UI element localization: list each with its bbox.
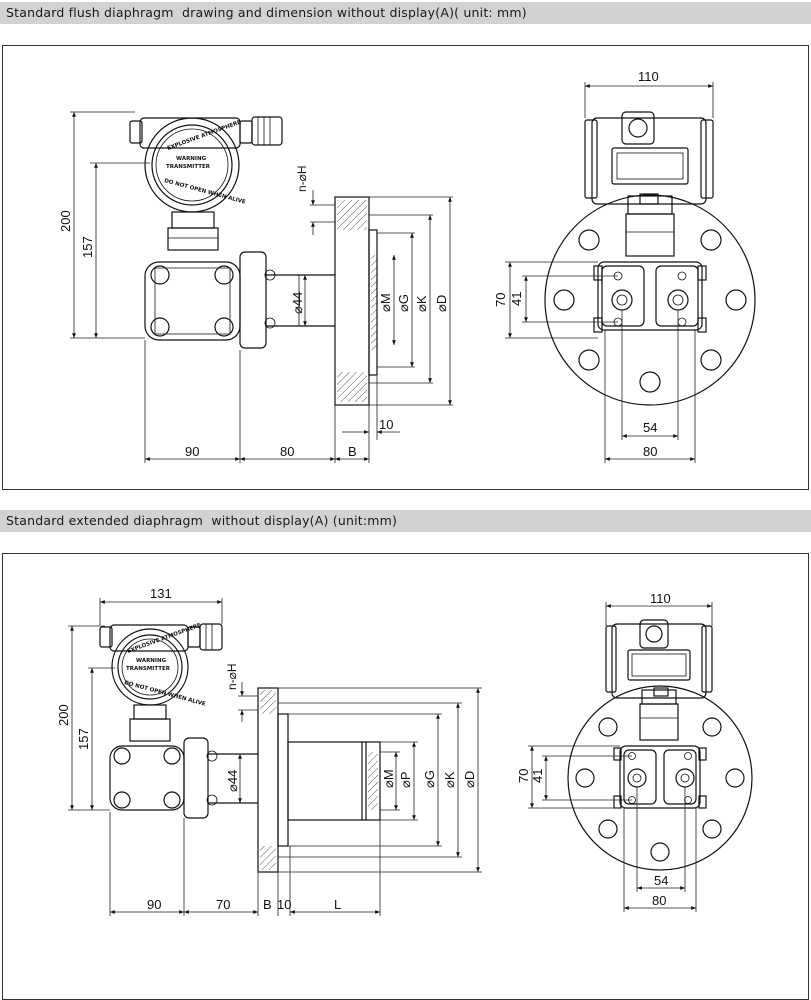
s1-dim-110: 110: [638, 69, 659, 84]
section-1-panel: [2, 45, 809, 490]
s2-dim-L: L: [334, 897, 341, 912]
s2-dim-B: B: [263, 897, 272, 912]
s2-side-dims: 110 70 41 54 80: [516, 591, 713, 912]
s2-dim-157: 157: [76, 728, 91, 750]
s1-side-view: [544, 111, 756, 406]
s1-dim-157: 157: [80, 236, 95, 258]
s2-dim-10: 10: [277, 897, 291, 912]
section-1-title: Standard flush diaphragm drawing and dim…: [6, 5, 527, 20]
s2-side-view: [567, 619, 753, 871]
s1-dim-41: 41: [509, 292, 524, 306]
s2-dim-54: 54: [654, 873, 668, 888]
s2-housing-text-4: DO NOT OPEN WHEN ALIVE: [123, 680, 206, 708]
s2-dim-110: 110: [650, 591, 671, 606]
s2-dim-K: ⌀K: [442, 771, 457, 788]
s2-dim-70: 70: [516, 769, 531, 783]
s1-dim-nH: n-⌀H: [295, 165, 309, 192]
s1-dim-200: 200: [58, 210, 73, 232]
s1-dim-10: 10: [379, 417, 393, 432]
s2-housing-text-3: TRANSMITTER: [126, 666, 171, 672]
s2-housing-text-2: WARNING: [136, 658, 167, 664]
s1-dim-G: ⌀G: [396, 294, 411, 312]
s1-front-dims: 200 157 ⌀44 n-⌀H ⌀M ⌀G ⌀K ⌀D 90 80 B: [58, 111, 453, 463]
s1-dim-90: 90: [185, 444, 199, 459]
s1-dim-70: 70: [493, 293, 508, 307]
s2-dim-G: ⌀G: [422, 770, 437, 788]
s1-side-dims: 110 70 41 54 80: [493, 69, 714, 463]
s1-housing-text-2: WARNING: [176, 156, 207, 162]
s2-dim-P: ⌀P: [398, 772, 413, 789]
s2-dim-D: ⌀D: [462, 771, 477, 788]
s2-dim-80b: 80: [652, 893, 666, 908]
s1-dim-80b: 80: [643, 444, 657, 459]
s2-dim-41: 41: [530, 769, 545, 783]
section-2-header: Standard extended diaphragm without disp…: [0, 510, 811, 532]
s1-dim-d44: ⌀44: [290, 292, 305, 314]
s1-housing-text-3: TRANSMITTER: [166, 164, 211, 170]
s1-housing-text-1: EXPLOSIVE ATMOSPHERE: [167, 119, 243, 151]
s2-front-view: EXPLOSIVE ATMOSPHERE WARNING TRANSMITTER…: [99, 622, 381, 873]
s2-dim-131: 131: [150, 586, 172, 601]
s1-dim-80: 80: [280, 444, 294, 459]
s2-dim-M: ⌀M: [381, 769, 396, 788]
s2-dim-70: 70: [216, 897, 230, 912]
section-1-header: Standard flush diaphragm drawing and dim…: [0, 2, 811, 24]
section-2-panel: [2, 553, 809, 1000]
s2-housing-text-1: EXPLOSIVE ATMOSPHERE: [127, 622, 203, 654]
s2-dim-90: 90: [147, 897, 161, 912]
s1-dim-D: ⌀D: [434, 295, 449, 312]
s2-dim-nH: n-⌀H: [225, 663, 239, 690]
s2-front-dims: 131 200 157 ⌀44 n-⌀H ⌀M ⌀P ⌀G ⌀K ⌀D: [56, 586, 482, 916]
s1-dim-B: B: [348, 444, 357, 459]
section-2-title: Standard extended diaphragm without disp…: [6, 513, 398, 528]
s1-dim-54: 54: [643, 420, 657, 435]
s1-dim-K: ⌀K: [414, 295, 429, 312]
s2-dim-d44: ⌀44: [225, 770, 240, 792]
s1-front-view: EXPLOSIVE ATMOSPHERE WARNING TRANSMITTER…: [129, 116, 378, 406]
s1-dim-M: ⌀M: [378, 293, 393, 312]
s2-dim-200: 200: [56, 704, 71, 726]
